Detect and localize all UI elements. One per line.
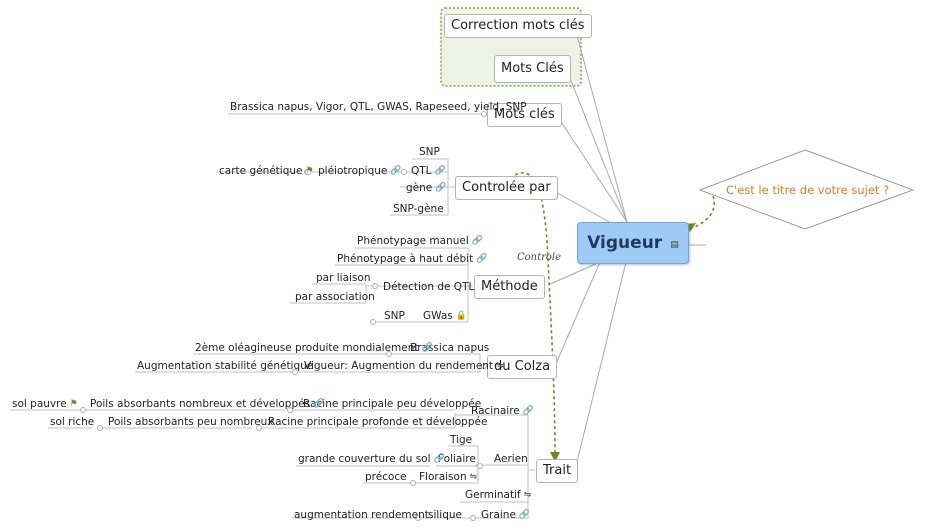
topic-correction-mots-cles[interactable]: Correction mots clés — [444, 14, 592, 38]
topic-methode[interactable]: Méthode — [474, 275, 545, 299]
relationship-arrowhead — [550, 452, 560, 462]
topic-trait[interactable]: Trait — [536, 459, 579, 483]
subtopic-racine-profonde[interactable]: Racine principale profonde et développée — [268, 416, 488, 428]
subtopic-par-association[interactable]: par association — [295, 291, 375, 303]
subtopic-par-liaison[interactable]: par liaison — [316, 272, 371, 284]
subtopic-phenotypage-manuel[interactable]: Phénotypage manuel🔗 — [357, 234, 483, 248]
scale-icon: ⇋ — [523, 490, 532, 500]
link-icon[interactable]: 🔗 — [390, 166, 402, 176]
subtopic-sol-pauvre[interactable]: sol pauvre⚑ — [12, 397, 78, 411]
subtopic-sol-riche[interactable]: sol riche — [50, 416, 95, 428]
subtopic-stabilite[interactable]: Augmentation stabilité génétique — [137, 360, 314, 372]
topic-label: Trait — [543, 463, 572, 478]
subtopic-poils-peu-nombreux[interactable]: Poils absorbants peu nombreux — [108, 416, 274, 428]
callout-arrow — [691, 195, 715, 229]
subtopic-snp-methode[interactable]: SNP — [384, 310, 405, 322]
mots-cles-value[interactable]: Brassica napus, Vigor, QTL, GWAS, Rapese… — [230, 101, 527, 113]
subtopic-label: Germinatif — [465, 489, 521, 501]
lock-icon: 🔒 — [455, 311, 467, 321]
subtopic-label: Racinaire — [471, 405, 520, 417]
subtopic-label: gène — [406, 182, 433, 194]
subtopic-pleiotropique[interactable]: pléiotropique🔗 — [318, 164, 402, 178]
subtopic-label: Graine — [481, 509, 516, 521]
flag-icon: ⚑ — [305, 166, 314, 176]
sub-branches — [10, 113, 535, 519]
link-icon[interactable]: 🔗 — [522, 406, 534, 416]
topic-mots-cles[interactable]: Mots clés — [487, 103, 562, 127]
subtopic-poils-nombreux[interactable]: Poils absorbants nombreux et développés🔗 — [90, 397, 324, 411]
subtopic-label: QTL — [411, 165, 432, 177]
callout-text[interactable]: C'est le titre de votre sujet ? — [726, 183, 890, 197]
topic-label: Mots clés — [494, 107, 555, 122]
note-icon: ▤ — [670, 240, 679, 250]
topic-label: Correction mots clés — [451, 18, 585, 33]
link-icon[interactable]: 🔗 — [433, 454, 445, 464]
subtopic-snp-gene[interactable]: SNP-gène — [393, 203, 444, 215]
subtopic-racinaire[interactable]: Racinaire🔗 — [471, 404, 534, 418]
subtopic-gene[interactable]: gène🔗 — [406, 181, 446, 195]
subtopic-aerien[interactable]: Aerien — [494, 453, 528, 465]
link-icon[interactable]: 🔗 — [313, 399, 325, 409]
subtopic-qtl[interactable]: QTL🔗 — [411, 164, 446, 178]
scale-icon: ⇋ — [469, 472, 478, 482]
subtopic-precoce[interactable]: précoce — [365, 471, 407, 483]
topic-label: Controlée par — [462, 180, 551, 195]
subtopic-snp[interactable]: SNP — [419, 146, 440, 158]
subtopic-foliaire[interactable]: Foliaire — [438, 453, 476, 465]
subtopic-vigueur-augmentation[interactable]: Vigueur: Augmention du rendement⇋ — [304, 359, 504, 373]
link-icon[interactable]: 🔗 — [518, 510, 531, 520]
subtopic-augmentation-rendement[interactable]: augmentation rendement — [294, 509, 429, 521]
topic-mots-cles-boundary[interactable]: Mots Clés — [494, 55, 571, 83]
callout-diamond — [698, 149, 915, 230]
relationship-label[interactable]: Controle — [517, 252, 562, 263]
subtopic-label: Poils absorbants nombreux et développés — [90, 398, 311, 410]
subtopic-label: Phénotypage à haut débit — [337, 253, 474, 265]
subtopic-label: pléiotropique — [318, 165, 388, 177]
topic-label: Méthode — [481, 279, 538, 294]
relationship-arrow — [509, 172, 556, 456]
subtopic-label: sol pauvre — [12, 398, 67, 410]
subtopic-brassica-napus[interactable]: Brassica napus — [410, 342, 490, 354]
subtopic-silique[interactable]: silique — [428, 509, 463, 521]
subtopic-racine-peu-developpee[interactable]: Racine principale peu développée — [303, 398, 482, 410]
central-topic[interactable]: Vigueur ▤ — [577, 222, 689, 264]
subtopic-carte-genetique[interactable]: carte génétique⚑ — [219, 164, 314, 178]
link-icon[interactable]: 🔗 — [434, 166, 446, 176]
subtopic-gwas[interactable]: GWas🔒 — [423, 309, 467, 323]
subtopic-tige[interactable]: Tige — [450, 434, 473, 446]
subtopic-floraison[interactable]: Floraison⇋ — [419, 470, 477, 484]
subtopic-label: grande couverture du sol — [298, 453, 431, 465]
topic-controlee-par[interactable]: Controlée par — [455, 176, 558, 200]
link-icon[interactable]: 🔗 — [435, 183, 447, 193]
subtopic-label: carte génétique — [219, 165, 303, 177]
subtopic-label: 2ème oléagineuse produite mondialement — [195, 342, 419, 354]
subtopic-grande-couverture[interactable]: grande couverture du sol🔗 — [298, 452, 445, 466]
central-topic-title: Vigueur — [587, 233, 663, 253]
subtopic-detection-qtl[interactable]: Détection de QTL — [383, 281, 475, 293]
topic-label: du Colza — [494, 359, 551, 374]
subtopic-graine[interactable]: Graine🔗 — [481, 508, 530, 522]
subtopic-oleagineuse[interactable]: 2ème oléagineuse produite mondialement🔗 — [195, 341, 433, 355]
link-icon[interactable]: 🔗 — [471, 236, 483, 246]
subtopic-germinatif[interactable]: Germinatif⇋ — [465, 488, 531, 502]
subtopic-label: Floraison — [419, 471, 467, 483]
subtopic-label: GWas — [423, 310, 453, 322]
link-icon[interactable]: 🔗 — [421, 343, 433, 353]
subtopic-phenotypage-haut-debit[interactable]: Phénotypage à haut débit🔗 — [337, 252, 487, 266]
scale-icon: ⇋ — [496, 361, 504, 371]
subtopic-label: Phénotypage manuel — [357, 235, 469, 247]
connector-dots — [80, 111, 487, 521]
topic-label: Mots Clés — [501, 61, 564, 76]
link-icon[interactable]: 🔗 — [476, 254, 488, 264]
flag-icon: ⚑ — [69, 399, 78, 409]
subtopic-label: Vigueur: Augmention du rendement — [304, 360, 494, 372]
topic-du-colza[interactable]: du Colza — [487, 355, 558, 379]
